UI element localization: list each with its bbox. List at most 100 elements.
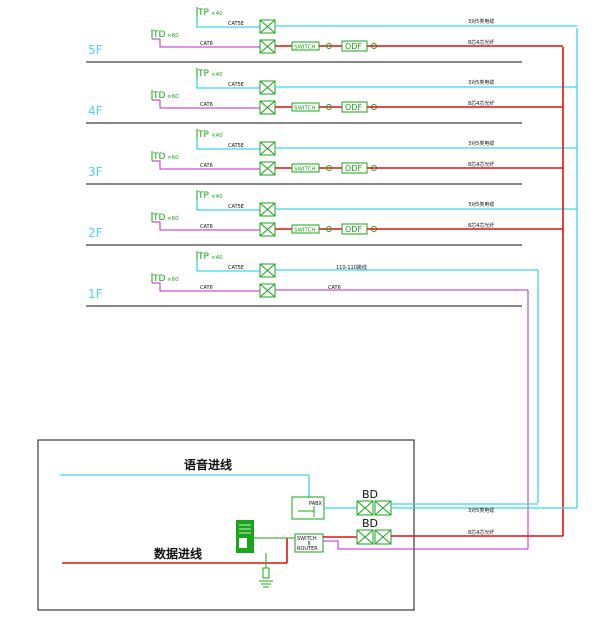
td-label: TD: [152, 152, 165, 162]
equipment-room-frame: [37, 439, 415, 611]
cat6-label: CAT6: [200, 163, 213, 169]
data-cable-label: 8芯4芯光纤: [468, 161, 494, 168]
connector-1: [326, 43, 332, 49]
data-cable-label: 8芯4芯光纤: [468, 39, 494, 46]
switch-label: SWITCH: [294, 45, 316, 51]
cat6-label: CAT6: [200, 285, 213, 291]
voice-cable-label: 3对5类电缆: [468, 140, 494, 147]
switch-cat6-up: [323, 540, 528, 550]
fd-patch-voice: [259, 141, 276, 156]
fd-patch-data-x2: [259, 39, 276, 54]
td-label: TD: [152, 91, 165, 101]
floor-label: 5F: [88, 43, 103, 57]
td-label: TD: [152, 213, 165, 223]
switch-router-box: [294, 533, 324, 553]
bottom-router-label: ROUTER: [297, 546, 318, 552]
connector-1: [326, 226, 332, 232]
fd-patch-voice-x2: [259, 19, 276, 34]
tp-label: TP: [197, 252, 209, 262]
connector-1: [326, 104, 332, 110]
td-cable: [152, 221, 260, 231]
connector-1: [326, 165, 332, 171]
bd-label-2: BD: [362, 517, 378, 530]
td-cable: [152, 282, 260, 292]
cat6-label: CAT6: [200, 41, 213, 47]
cat5e-label: CAT5E: [228, 204, 244, 210]
data-in-label: 数据进线: [154, 546, 202, 561]
odf-label: ODF: [345, 42, 362, 51]
bottom-switch-label: SWITCH: [297, 536, 317, 542]
fd-patch-data-x2: [259, 100, 276, 115]
tp-count: ×40: [211, 255, 223, 261]
voice-in-label: 语音进线: [184, 457, 232, 472]
td-count: ×60: [167, 94, 179, 100]
td-count: ×60: [167, 216, 179, 222]
fd-patch-voice-x2: [259, 141, 276, 156]
bd-label-1: BD: [362, 488, 378, 501]
cat6-label: CAT6: [200, 102, 213, 108]
voice-cable-label: 3对5类电缆: [468, 18, 494, 25]
td-cable: [152, 99, 260, 109]
cat6-mid-label: CAT6: [328, 285, 341, 291]
voice-cable-label: 3对5类电缆: [468, 201, 494, 208]
odf-label: ODF: [345, 103, 362, 112]
tp-cable: [196, 139, 260, 150]
fd-patch-voice: [259, 80, 276, 95]
tp-count: ×40: [211, 194, 223, 200]
td-cable: [152, 160, 260, 170]
tp-cable: [196, 200, 260, 211]
data-cable-label: 8芯4芯光纤: [468, 100, 494, 107]
td-label: TD: [152, 30, 165, 40]
fd-patch-voice: [259, 202, 276, 217]
cat5e-label: CAT5E: [228, 82, 244, 88]
fd-patch-data: [259, 161, 276, 176]
fd-patch-data: [259, 222, 276, 237]
bottom-data-cable-label: 8芯4芯光纤: [468, 529, 494, 536]
tp-label: TP: [197, 69, 209, 79]
data-cable-label: 8芯4芯光纤: [468, 222, 494, 229]
switch-label: SWITCH: [294, 167, 316, 173]
switch-label: SWITCH: [294, 228, 316, 234]
tp-label: TP: [197, 130, 209, 140]
tp-count: ×40: [211, 11, 223, 17]
cat5e-label: CAT5E: [228, 21, 244, 27]
tp-cable: [196, 17, 260, 28]
fd-patch-voice-x2: [259, 263, 276, 278]
pabx-label: PABX: [309, 501, 323, 507]
fd-patch-data-x2: [259, 161, 276, 176]
td-cable: [152, 38, 260, 48]
odf-label: ODF: [345, 225, 362, 234]
fd-patch-data: [259, 100, 276, 115]
floor-label: 3F: [88, 165, 103, 179]
voice-cable-label: 3对5类电缆: [468, 79, 494, 86]
td-label: TD: [152, 274, 165, 284]
tp-count: ×40: [211, 133, 223, 139]
fd-patch-voice: [259, 263, 276, 278]
floor-label: 4F: [88, 104, 103, 118]
fd-patch-data: [259, 39, 276, 54]
fd-patch-data-x2: [259, 222, 276, 237]
td-count: ×60: [167, 277, 179, 283]
switch-label: SWITCH: [294, 106, 316, 112]
equipment-room: 语音进线 数据进线 PABX SWITCH RO: [37, 439, 577, 611]
fd-patch-data: [259, 283, 276, 298]
floor-label: 2F: [88, 226, 103, 240]
fd-patch-voice-x2: [259, 202, 276, 217]
floor-label: 1F: [88, 287, 103, 301]
ground-icon: [259, 553, 273, 588]
cat5e-label: CAT5E: [228, 265, 244, 271]
fd-patch-data-x2: [259, 283, 276, 298]
bd-patch-voice: [356, 500, 392, 516]
tp-label: TP: [197, 191, 209, 201]
server-icon: [236, 520, 254, 553]
tp-cable: [196, 261, 260, 272]
tp-count: ×40: [211, 72, 223, 78]
risers: [527, 28, 578, 549]
cat5e-label: CAT5E: [228, 143, 244, 149]
